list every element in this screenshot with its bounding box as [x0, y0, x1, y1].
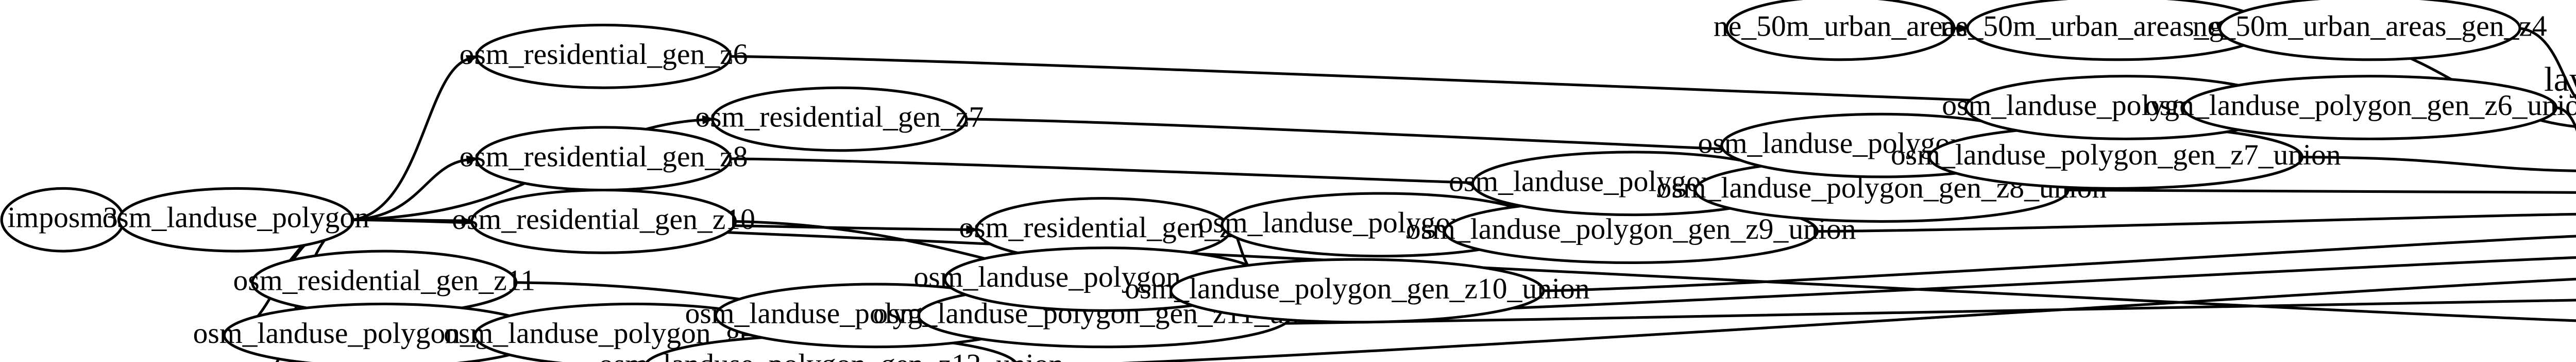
node-label: osm_landuse_polygon_gen_z10_union	[1125, 272, 1589, 305]
edge-osm_landuse_polygon_gen_z8_union-to-layer_landuse-z8	[2068, 189, 2576, 194]
node-label: osm_residential_gen_z10	[452, 203, 755, 236]
node-label: osm_residential_gen_z7	[695, 101, 984, 133]
edge-osm_landuse_polygon_gen_z10_union-to-layer_landuse-z10	[1544, 235, 2576, 292]
node-label: osm_residential_gen_z8	[460, 140, 748, 173]
node-ellipse	[1725, 0, 1956, 61]
edge-osm_landuse_polygon_gen_z9_union-to-layer_landuse-z9	[1817, 212, 2576, 233]
edge-ne_50m_urban_areas_gen_z4-to-layer_landuse-z4	[2519, 27, 2576, 100]
table-node-title: layer_landuse	[2544, 60, 2576, 98]
node-label: osm_landuse_polygon	[103, 202, 369, 234]
node-ellipse	[475, 23, 732, 89]
edge-osm_landuse_polygon-to-osm_residential_gen_z8	[352, 158, 468, 221]
node-osm_residential_gen_z9[interactable]: osm_residential_gen_z9	[959, 197, 1247, 262]
node-osm_landuse_polygon_gen_z7_union[interactable]: osm_landuse_polygon_gen_z7_union	[1891, 124, 2341, 190]
edge-arrowhead	[465, 55, 479, 64]
table-node-layer-landuse[interactable]: layer_landusez4z5z6z7z8z9z10z11z12z13z14…	[2544, 60, 2576, 337]
node-label: osm_residential_gen_z9	[959, 211, 1247, 244]
node-osm_landuse_polygon[interactable]: osm_landuse_polygon	[103, 187, 369, 253]
node-label: osm_landuse_polygon_gen_z9_union	[1406, 213, 1856, 245]
node-label: ne_50m_urban_areas	[1714, 10, 1968, 42]
edge-osm_landuse_polygon_gen_z12_union-to-layer_landuse-z12	[1121, 277, 2576, 362]
edge-osm_landuse_polygon_gen_z7_union-to-layer_landuse-z7	[2302, 156, 2576, 172]
node-osm_residential_gen_z11[interactable]: osm_residential_gen_z11	[233, 250, 536, 316]
node-ellipse	[470, 189, 737, 254]
table-node-layer: layer_landusez4z5z6z7z8z9z10z11z12z13z14…	[2544, 60, 2576, 337]
node-osm_residential_gen_z7[interactable]: osm_residential_gen_z7	[695, 86, 984, 152]
node-osm_residential_gen_z10[interactable]: osm_residential_gen_z10	[452, 189, 755, 254]
edge-arrowhead	[966, 225, 979, 234]
node-label: ne_50m_urban_areas_gen_z4	[2193, 10, 2547, 42]
node-imposm3[interactable]: imposm3	[0, 187, 125, 253]
node-osm_landuse_polygon_gen_z10_union[interactable]: osm_landuse_polygon_gen_z10_union	[1125, 258, 1590, 324]
node-osm_residential_gen_z6[interactable]: osm_residential_gen_z6	[460, 23, 748, 89]
edge-osm_landuse_polygon-to-osm_residential_gen_z6	[352, 58, 468, 221]
node-label: osm_residential_gen_z11	[233, 264, 536, 297]
node-label: imposm3	[7, 202, 117, 234]
node-osm_landuse_polygon_gen_z6_union[interactable]: osm_landuse_polygon_gen_z6_union	[2145, 75, 2576, 140]
edge-arrowhead	[466, 155, 479, 164]
node-ellipse	[2218, 0, 2521, 61]
node-label: osm_residential_gen_z6	[460, 38, 748, 71]
node-ne_50m_urban_areas[interactable]: ne_50m_urban_areas	[1714, 0, 1968, 61]
node-label: osm_landuse_polygon_gen_z12_union	[599, 349, 1063, 362]
node-label: osm_landuse_polygon_gen_z7_union	[1891, 139, 2341, 171]
node-ellipse	[711, 86, 968, 152]
node-ellipse	[1170, 258, 1545, 324]
node-label: osm_landuse_polygon_gen_z6_union	[2145, 89, 2576, 122]
node-ne_50m_urban_areas_gen_z4[interactable]: ne_50m_urban_areas_gen_z4	[2193, 0, 2547, 61]
node-osm_residential_gen_z8[interactable]: osm_residential_gen_z8	[460, 126, 748, 192]
node-osm_landuse_polygon_gen_z9_union[interactable]: osm_landuse_polygon_gen_z9_union	[1406, 199, 1856, 265]
edge-arrowhead	[702, 115, 715, 124]
edge-arrowhead	[1957, 24, 1970, 33]
node-ellipse	[117, 187, 354, 253]
node-ellipse	[2182, 75, 2558, 140]
